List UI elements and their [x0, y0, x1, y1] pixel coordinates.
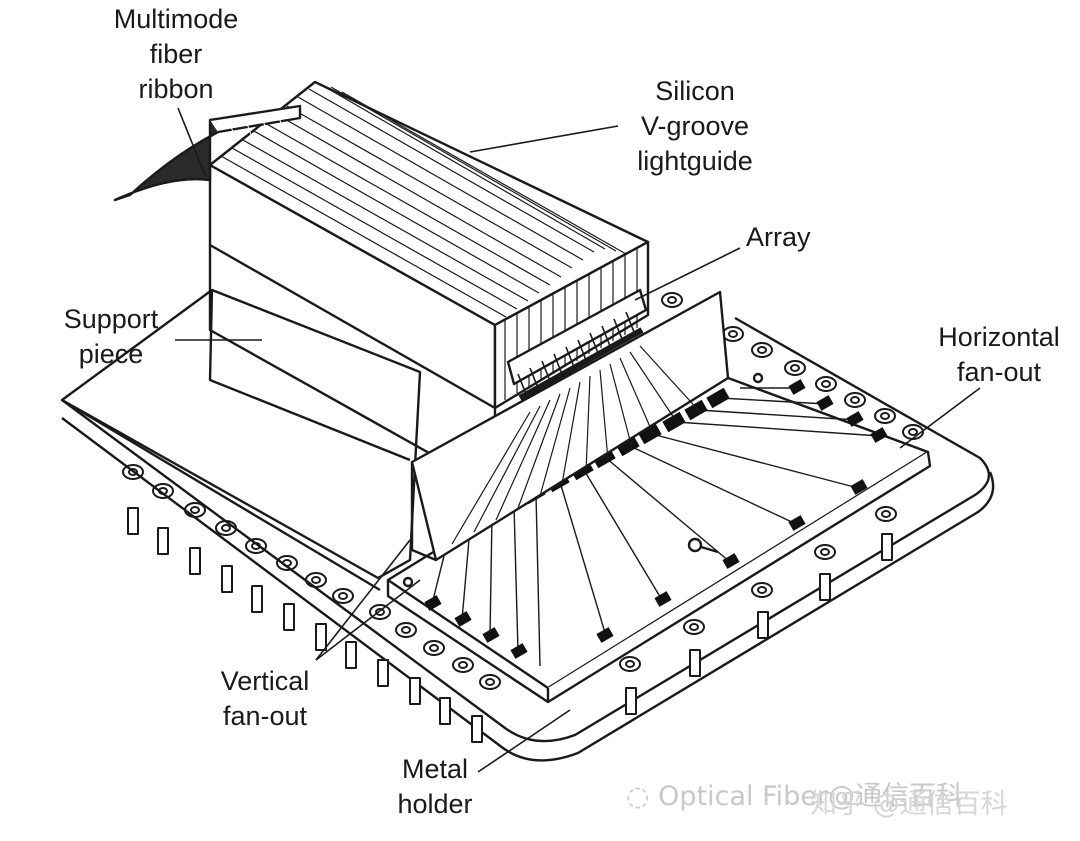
- label-horizontal-fanout: Horizontal fan-out: [924, 320, 1074, 390]
- leader-lines: [175, 107, 981, 773]
- leader-array: [634, 247, 741, 301]
- label-vertical-line-2: fan-out: [222, 701, 308, 731]
- label-fiber-ribbon-line-3: ribbon: [138, 74, 214, 104]
- leader-lightguide: [469, 125, 619, 153]
- label-holder-line-2: holder: [397, 789, 473, 819]
- label-support-line-2: piece: [78, 339, 144, 369]
- leader-holder: [477, 709, 571, 773]
- label-support-line-1: Support: [63, 304, 159, 334]
- holder-pins: [127, 507, 893, 743]
- label-vertical-fanout: Vertical fan-out: [200, 664, 330, 734]
- metal-holder-top-edge: [61, 398, 381, 592]
- label-holder-line-1: Metal: [401, 754, 469, 784]
- leader-fiber-ribbon: [177, 107, 206, 176]
- leader-horizontal: [899, 387, 981, 449]
- v-groove-ribs: [220, 83, 627, 318]
- label-fiber-ribbon: Multimode fiber ribbon: [96, 2, 256, 107]
- label-support: Support piece: [46, 302, 176, 372]
- vertical-fanout-board: [410, 290, 730, 562]
- leader-vertical-a: [315, 539, 411, 661]
- array-chip: [506, 288, 648, 386]
- leader-vertical-b: [315, 579, 421, 661]
- label-metal-holder: Metal holder: [380, 752, 490, 822]
- label-lightguide-line-2: V-groove: [640, 111, 750, 141]
- watermark: ◌ Optical Fiber@通信百科: [626, 774, 963, 813]
- label-fiber-ribbon-line-1: Multimode: [113, 4, 239, 34]
- watermark-overlay-text: 知乎 @通信百科: [810, 789, 1008, 820]
- label-horizontal-line-1: Horizontal: [938, 322, 1060, 352]
- label-fiber-ribbon-line-2: fiber: [149, 39, 203, 69]
- label-array: Array: [746, 220, 811, 255]
- label-vertical-line-1: Vertical: [220, 666, 310, 696]
- label-lightguide: Silicon V-groove lightguide: [620, 74, 770, 179]
- label-array-text: Array: [746, 222, 811, 252]
- label-lightguide-line-1: Silicon: [655, 76, 735, 106]
- label-lightguide-line-3: lightguide: [637, 146, 753, 176]
- watermark-overlay: 知乎 @通信百科: [810, 782, 1008, 821]
- wechat-icon: ◌: [626, 781, 650, 812]
- metal-holder-edge: [61, 417, 995, 762]
- label-horizontal-line-2: fan-out: [956, 357, 1042, 387]
- watermark-text: Optical Fiber@通信百科: [658, 781, 964, 812]
- fanout-traces: [431, 387, 881, 667]
